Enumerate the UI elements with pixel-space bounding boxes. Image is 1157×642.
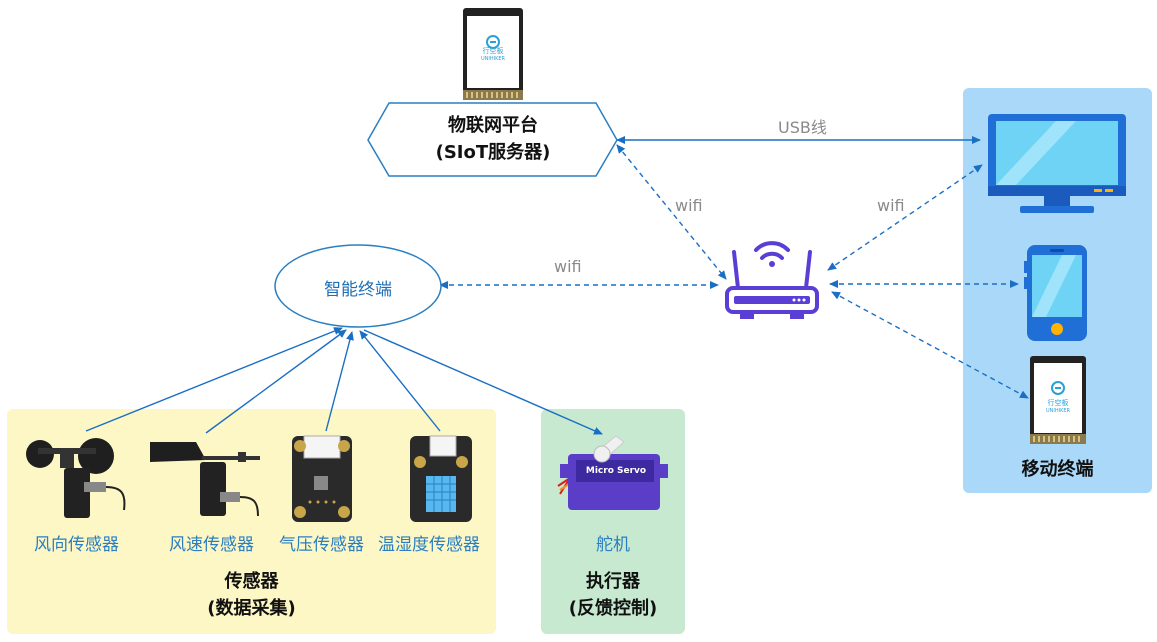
pressure-sensor-icon — [292, 435, 352, 522]
wifi-router-board — [831, 291, 1029, 399]
board-sub-text-mobile: UNIHIKER — [1045, 408, 1071, 414]
sensor-label-wind-direction: 风向传感器 — [34, 535, 119, 555]
wifi-router-monitor — [827, 164, 983, 271]
actuator-group-subtitle: (反馈控制) — [568, 598, 658, 619]
wifi-platform-router — [616, 144, 727, 280]
sensor-label-wind-speed: 风速传感器 — [169, 535, 254, 555]
usb-label: USB线 — [778, 118, 827, 137]
wifi-terminal-label: wifi — [554, 257, 582, 276]
wifi-platform-label: wifi — [675, 196, 703, 215]
platform-title: 物联网平台 — [448, 115, 538, 136]
wind-direction-link — [85, 327, 343, 432]
platform-label: 物联网平台 (SIoT服务器) — [367, 112, 619, 166]
board-logo-text-mobile: 行空板 — [1047, 399, 1069, 407]
mobile-title: 移动终端 — [1021, 459, 1094, 480]
wifi-mobile-label: wifi — [877, 196, 905, 215]
unihiker-board-mobile — [1030, 356, 1086, 444]
sensor-group-label: 传感器 (数据采集) — [7, 568, 496, 622]
phone-icon — [1024, 245, 1087, 341]
board-sub-text: UNIHIKER — [480, 56, 506, 62]
board-logo-text: 行空板 — [482, 47, 504, 55]
unihiker-board-top — [463, 8, 523, 100]
sensor-label-pressure: 气压传感器 — [279, 535, 364, 555]
wind-speed-link — [205, 329, 347, 434]
smart-terminal-shape — [274, 244, 442, 328]
wind-speed-sensor-icon — [150, 442, 260, 517]
humidity-sensor-icon — [410, 435, 472, 522]
sensor-group-title: 传感器 — [224, 571, 279, 592]
platform-subtitle: (SIoT服务器) — [435, 142, 551, 163]
platform-shape — [367, 102, 618, 177]
monitor-icon — [988, 114, 1126, 213]
router-icon — [725, 241, 819, 319]
sensor-group-subtitle: (数据采集) — [207, 598, 296, 619]
sensor-label-humidity: 温湿度传感器 — [378, 535, 480, 555]
servo-label: 舵机 — [596, 535, 630, 555]
actuator-group-label: 执行器 (反馈控制) — [541, 568, 685, 622]
servo-icon — [557, 435, 668, 510]
servo-text: Micro Servo — [585, 466, 647, 476]
actuator-group-title: 执行器 — [586, 571, 640, 592]
humidity-link — [359, 330, 441, 432]
pressure-link — [325, 331, 354, 432]
wind-direction-sensor-icon — [26, 438, 126, 518]
smart-terminal-label: 智能终端 — [324, 280, 392, 300]
servo-link — [363, 329, 603, 435]
